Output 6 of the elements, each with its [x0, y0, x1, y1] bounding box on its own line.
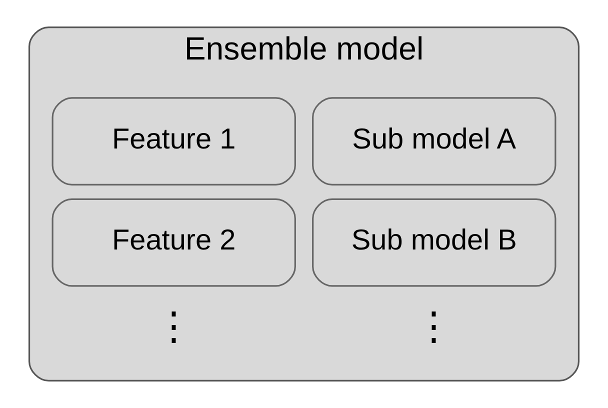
label: ⋮	[154, 305, 194, 348]
node-box: Sub model B	[312, 198, 556, 287]
node-box: Feature 2	[52, 198, 296, 287]
label: ⋮	[414, 305, 454, 348]
node-box: Feature 1	[52, 97, 296, 186]
node-box: Sub model A	[312, 97, 556, 186]
